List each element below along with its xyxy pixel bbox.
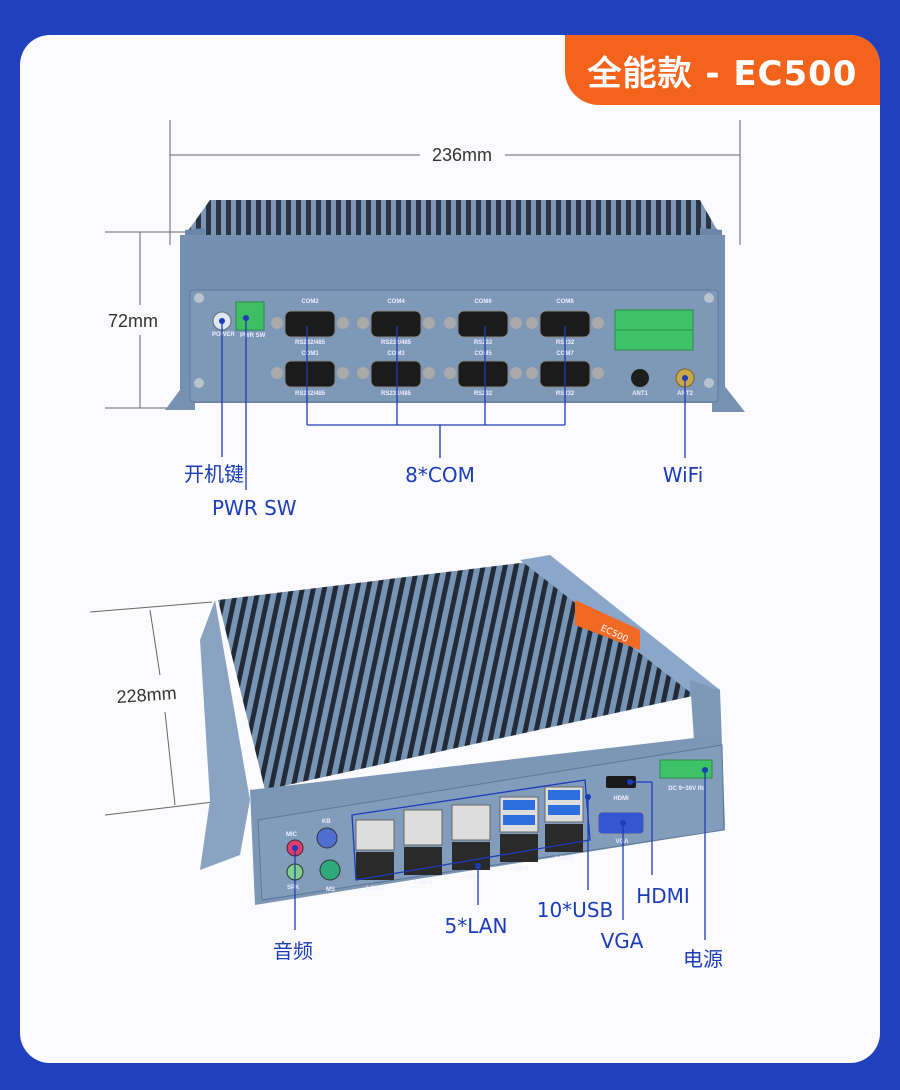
callout-vga: VGA <box>601 929 644 953</box>
svg-text:RS232/485: RS232/485 <box>381 340 412 346</box>
front-callout-lines <box>221 318 686 490</box>
svg-text:COM1: COM1 <box>301 351 319 357</box>
front-device: POWER PWR SW <box>165 200 745 412</box>
ps2-keyboard <box>316 827 338 849</box>
svg-text:COM4: COM4 <box>387 299 405 305</box>
svg-text:RS232: RS232 <box>474 391 493 397</box>
callout-wifi: WiFi <box>663 463 704 487</box>
callout-power: 电源 <box>683 947 723 971</box>
width-label: 236mm <box>432 145 492 165</box>
svg-text:RS232/485: RS232/485 <box>295 340 326 346</box>
svg-text:LAN-4: LAN-4 <box>510 866 528 872</box>
rear-callout-lines <box>294 770 706 940</box>
svg-text:MIC: MIC <box>286 832 298 838</box>
rear-ports: MIC SPK KB MS LAN-1 LAN-2 LAN-3 LAN-4 LA… <box>286 759 713 893</box>
callout-com: 8*COM <box>405 463 475 487</box>
svg-text:LAN-5: LAN-5 <box>555 856 573 862</box>
svg-text:ANT1: ANT1 <box>632 391 648 397</box>
callout-hdmi: HDMI <box>636 884 690 908</box>
dimension-width <box>169 120 741 245</box>
depth-dimension <box>89 601 231 816</box>
svg-text:MS: MS <box>326 887 335 893</box>
svg-text:COM3: COM3 <box>387 351 405 357</box>
svg-text:LAN-3: LAN-3 <box>462 874 480 880</box>
height-label: 72mm <box>108 311 158 331</box>
svg-text:PWR SW: PWR SW <box>240 333 266 339</box>
svg-text:LAN-2: LAN-2 <box>414 880 432 886</box>
callout-pwr-sw: PWR SW <box>212 496 297 520</box>
callout-lan: 5*LAN <box>445 914 508 938</box>
svg-text:COM6: COM6 <box>474 299 492 305</box>
svg-text:POWER: POWER <box>212 332 235 338</box>
pwr-sw-terminal <box>235 301 265 331</box>
svg-text:RS232/485: RS232/485 <box>381 391 412 397</box>
ant1-port <box>631 369 649 387</box>
model-tag: 全能款 - EC500 <box>565 35 880 105</box>
svg-text:LAN-1: LAN-1 <box>366 886 384 892</box>
depth-label: 228mm <box>116 683 177 707</box>
svg-text:COM5: COM5 <box>474 351 492 357</box>
svg-text:COM2: COM2 <box>301 299 319 305</box>
gpio-terminal <box>614 309 694 351</box>
svg-text:HDMI: HDMI <box>613 796 629 802</box>
svg-text:SPK: SPK <box>287 885 300 891</box>
svg-text:DC 9~36V IN: DC 9~36V IN <box>668 786 704 792</box>
com-ports: COM2 COM4 COM6 COM8 RS232/485 RS232/485 … <box>271 299 604 397</box>
svg-text:COM8: COM8 <box>556 299 574 305</box>
callout-audio: 音频 <box>273 939 313 963</box>
svg-text:RS232/485: RS232/485 <box>295 391 326 397</box>
svg-text:KB: KB <box>322 819 331 825</box>
callout-usb: 10*USB <box>537 898 614 922</box>
ps2-mouse <box>319 859 341 881</box>
dc-power-terminal <box>659 759 713 779</box>
svg-text:RS232: RS232 <box>474 340 493 346</box>
hdmi-port <box>606 776 636 788</box>
svg-text:VGA: VGA <box>615 839 629 845</box>
callout-power-key: 开机键 <box>184 462 244 486</box>
